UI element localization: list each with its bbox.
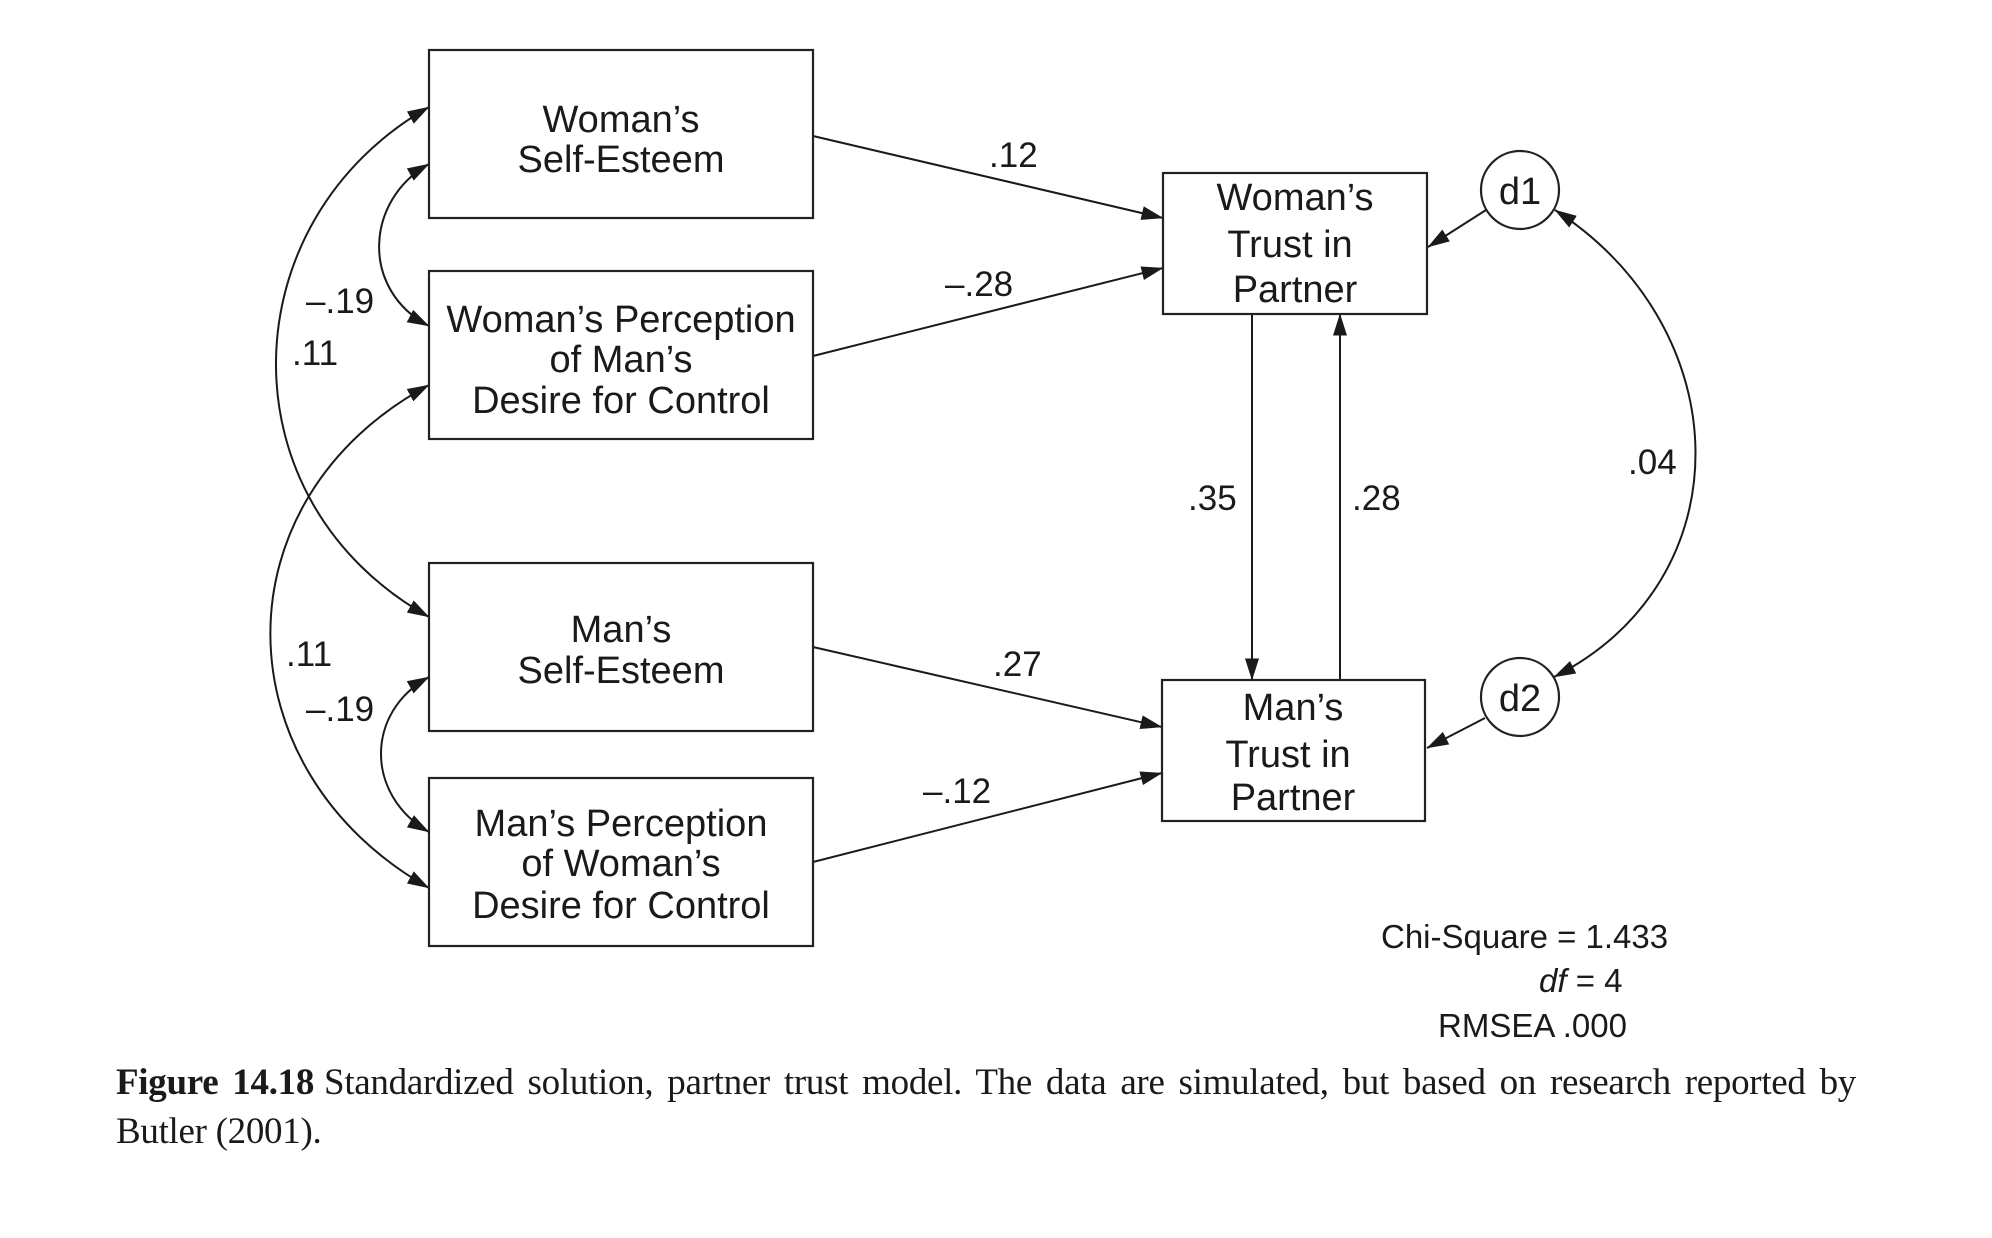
node-label: d2	[1499, 678, 1541, 720]
node-label: Desire for Control	[472, 380, 770, 422]
cov-mse-mpc	[380, 676, 430, 833]
path-wpc-wtp	[812, 266, 1164, 357]
coefficients: .12 –.28 .27 –.12 .35 .28 –.19 .11 .11 –…	[286, 136, 1677, 811]
node-wse: Woman’s Self-Esteem	[427, 48, 815, 220]
coef-wse-wpc: –.19	[306, 282, 374, 321]
node-label: of Man’s	[550, 339, 693, 381]
node-label: of Woman’s	[521, 843, 720, 885]
path-mpc-mtp	[812, 771, 1163, 863]
coef-wpc-wtp: –.28	[945, 265, 1013, 304]
coef-wse-wtp: .12	[989, 136, 1038, 175]
node-mtp: Man’s Trust in Partner	[1160, 678, 1427, 823]
node-mse: Man’s Self-Esteem	[427, 561, 815, 733]
cov-wse-wpc	[378, 163, 430, 327]
node-d2: d2	[1479, 656, 1561, 738]
coef-mpc-mtp: –.12	[923, 772, 991, 811]
df-stat: df = 4	[1539, 962, 1623, 999]
node-d1: d1	[1479, 149, 1561, 231]
path-d2-mtp	[1426, 717, 1486, 749]
edges	[269, 106, 1697, 889]
df-value: = 4	[1567, 962, 1623, 999]
figure-number: Figure 14.18	[116, 1062, 315, 1103]
cov-wse-mse	[275, 106, 430, 618]
coef-wse-mse: .11	[292, 334, 338, 373]
node-label: Trust in	[1225, 734, 1350, 776]
path-wse-wtp	[812, 135, 1164, 220]
coef-d1-d2: .04	[1628, 443, 1677, 482]
path-d1-wtp	[1427, 209, 1487, 248]
node-label: d1	[1499, 171, 1541, 213]
node-wtp: Woman’s Trust in Partner	[1161, 171, 1429, 316]
rmsea-stat: RMSEA .000	[1438, 1007, 1627, 1044]
node-label: Woman’s	[543, 99, 700, 141]
node-label: Partner	[1231, 777, 1356, 819]
caption-text: Standardized solution, partner trust mod…	[116, 1062, 1856, 1152]
chi-square-stat: Chi-Square = 1.433	[1381, 918, 1668, 955]
node-label: Self-Esteem	[518, 650, 725, 692]
node-label: Woman’s Perception	[446, 299, 795, 341]
fit-statistics: Chi-Square = 1.433 df = 4 RMSEA .000	[1381, 918, 1668, 1044]
df-label: df	[1539, 962, 1570, 999]
node-label: Woman’s	[1217, 177, 1374, 219]
cov-d1-d2	[1553, 209, 1697, 678]
path-diagram: Woman’s Self-Esteem Woman’s Perception o…	[269, 48, 1697, 1044]
coef-wtp-mtp: .35	[1188, 479, 1237, 518]
node-label: Desire for Control	[472, 885, 770, 927]
path-mse-mtp	[812, 646, 1163, 730]
cov-wpc-mpc	[269, 384, 430, 889]
node-label: Man’s	[571, 609, 672, 651]
node-mpc: Man’s Perception of Woman’s Desire for C…	[427, 776, 815, 948]
node-label: Man’s	[1243, 687, 1344, 729]
node-label: Self-Esteem	[518, 139, 725, 181]
coef-wpc-mpc: .11	[286, 635, 332, 674]
node-wpc: Woman’s Perception of Man’s Desire for C…	[427, 269, 815, 441]
node-label: Partner	[1233, 269, 1358, 311]
node-label: Man’s Perception	[475, 803, 768, 845]
node-label: Trust in	[1227, 224, 1352, 266]
coef-mse-mpc: –.19	[306, 690, 374, 729]
coef-mtp-wtp: .28	[1352, 479, 1401, 518]
coef-mse-mtp: .27	[993, 645, 1042, 684]
